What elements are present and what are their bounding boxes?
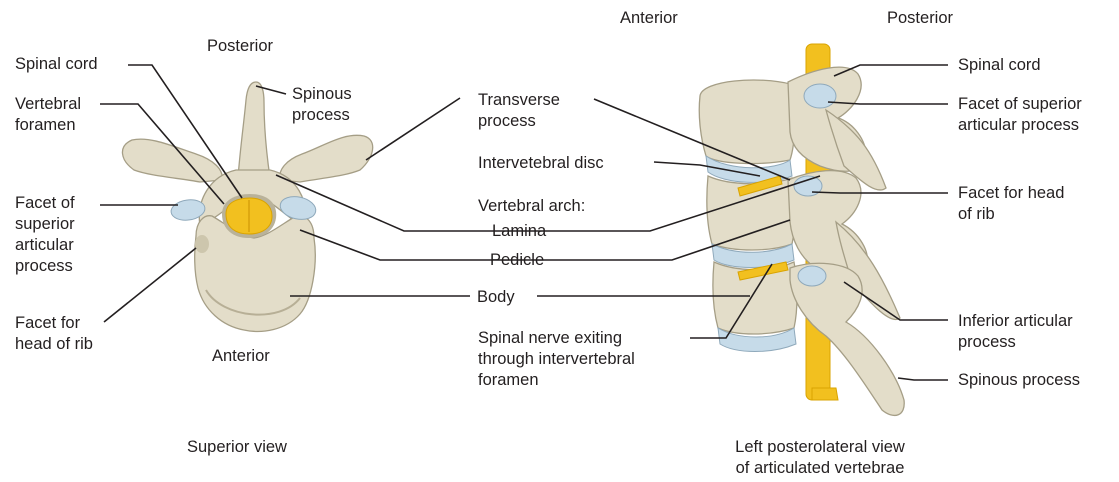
articulated-vertebrae [699, 44, 904, 415]
label-vertebral-arch: Vertebral arch: [478, 196, 585, 217]
label-transverse-process: Transverse process [478, 90, 560, 132]
label-spinous-process-left: Spinous process [292, 84, 352, 126]
lateral-view-caption: Left posterolateral view of articulated … [700, 437, 940, 479]
label-spinous-process-right: Spinous process [958, 370, 1080, 391]
lateral-view-anterior-label: Anterior [620, 8, 678, 29]
label-spinal-cord-right: Spinal cord [958, 55, 1041, 76]
label-facet-superior-articular-right: Facet of superior articular process [958, 94, 1082, 136]
label-body: Body [477, 287, 515, 308]
superior-view-anterior-label: Anterior [212, 346, 270, 367]
right-transverse-process [280, 135, 373, 182]
label-facet-head-of-rib-left: Facet for head of rib [15, 313, 93, 355]
label-lamina: Lamina [492, 221, 546, 242]
label-spinal-cord-left: Spinal cord [15, 54, 98, 75]
lateral-view-posterior-label: Posterior [887, 8, 953, 29]
label-pedicle: Pedicle [490, 250, 544, 271]
label-vertebral-foramen: Vertebral foramen [15, 94, 81, 136]
superior-view-posterior-label: Posterior [207, 36, 273, 57]
label-inferior-articular: Inferior articular process [958, 311, 1073, 353]
label-facet-head-of-rib-right: Facet for head of rib [958, 183, 1064, 225]
spinous-process [238, 82, 270, 178]
label-spinal-nerve: Spinal nerve exiting through interverteb… [478, 328, 635, 391]
superior-view-caption: Superior view [187, 437, 287, 458]
label-intervertebral-disc: Intervetebral disc [478, 153, 604, 174]
label-facet-superior-articular-left: Facet of superior articular process [15, 193, 75, 277]
